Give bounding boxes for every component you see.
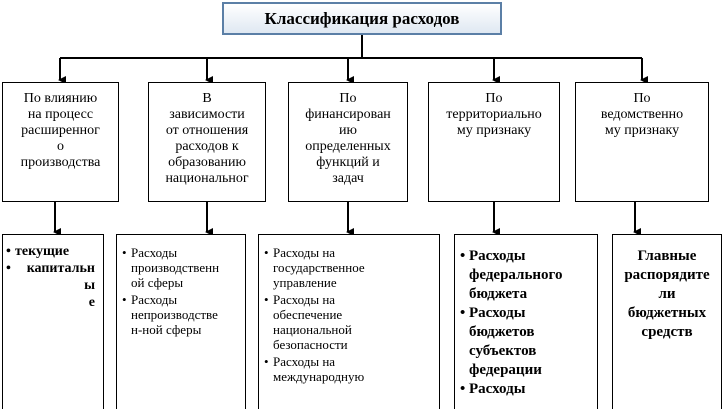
list-item: Расходы федерального бюджета	[460, 247, 593, 304]
list-item: капитальн ы е	[6, 260, 99, 311]
list-item: Расходы на международную	[264, 354, 435, 384]
list-item: Расходы	[460, 380, 593, 399]
list-item: Расходы производственн ой сферы	[122, 245, 241, 290]
detail-box-reproduction: текущие капитальн ы е	[2, 234, 104, 409]
list-item: текущие	[6, 243, 99, 260]
category-label: По финансирован ию определенных функций …	[305, 91, 391, 186]
detail-list: Расходы на государственное управление Ра…	[264, 245, 435, 384]
category-label: По ведомственно му признаку	[600, 91, 684, 138]
category-box-functions: По финансирован ию определенных функций …	[288, 82, 408, 202]
category-box-reproduction: По влиянию на процесс расширенног о прои…	[2, 82, 119, 202]
list-item: Расходы на государственное управление	[264, 245, 435, 290]
detail-box-national-income: Расходы производственн ой сферы Расходы …	[116, 234, 246, 409]
list-item: Расходы на обеспечение национальной безо…	[264, 292, 435, 352]
category-box-territorial: По территориально му признаку	[428, 82, 560, 202]
detail-box-functions: Расходы на государственное управление Ра…	[258, 234, 440, 409]
detail-list: Расходы федерального бюджета Расходы бюд…	[460, 247, 593, 399]
detail-list: Расходы производственн ой сферы Расходы …	[122, 245, 241, 337]
detail-box-departmental: Главные распорядите ли бюджетных средств	[612, 234, 722, 409]
category-box-departmental: По ведомственно му признаку	[575, 82, 709, 202]
category-label: По территориально му признаку	[446, 91, 542, 138]
category-label: По влиянию на процесс расширенног о прои…	[20, 91, 101, 170]
diagram-title: Классификация расходов	[222, 2, 502, 35]
list-item: Расходы непроизводстве н-ной сферы	[122, 292, 241, 337]
category-label: В зависимости от отношения расходов к об…	[165, 91, 249, 186]
title-text: Классификация расходов	[264, 8, 460, 28]
category-box-national-income: В зависимости от отношения расходов к об…	[148, 82, 266, 202]
detail-box-territorial: Расходы федерального бюджета Расходы бюд…	[454, 234, 598, 409]
detail-text: Главные распорядите ли бюджетных средств	[624, 248, 710, 340]
list-item: Расходы бюджетов субъектов федерации	[460, 304, 593, 380]
detail-list: текущие капитальн ы е	[6, 243, 99, 311]
